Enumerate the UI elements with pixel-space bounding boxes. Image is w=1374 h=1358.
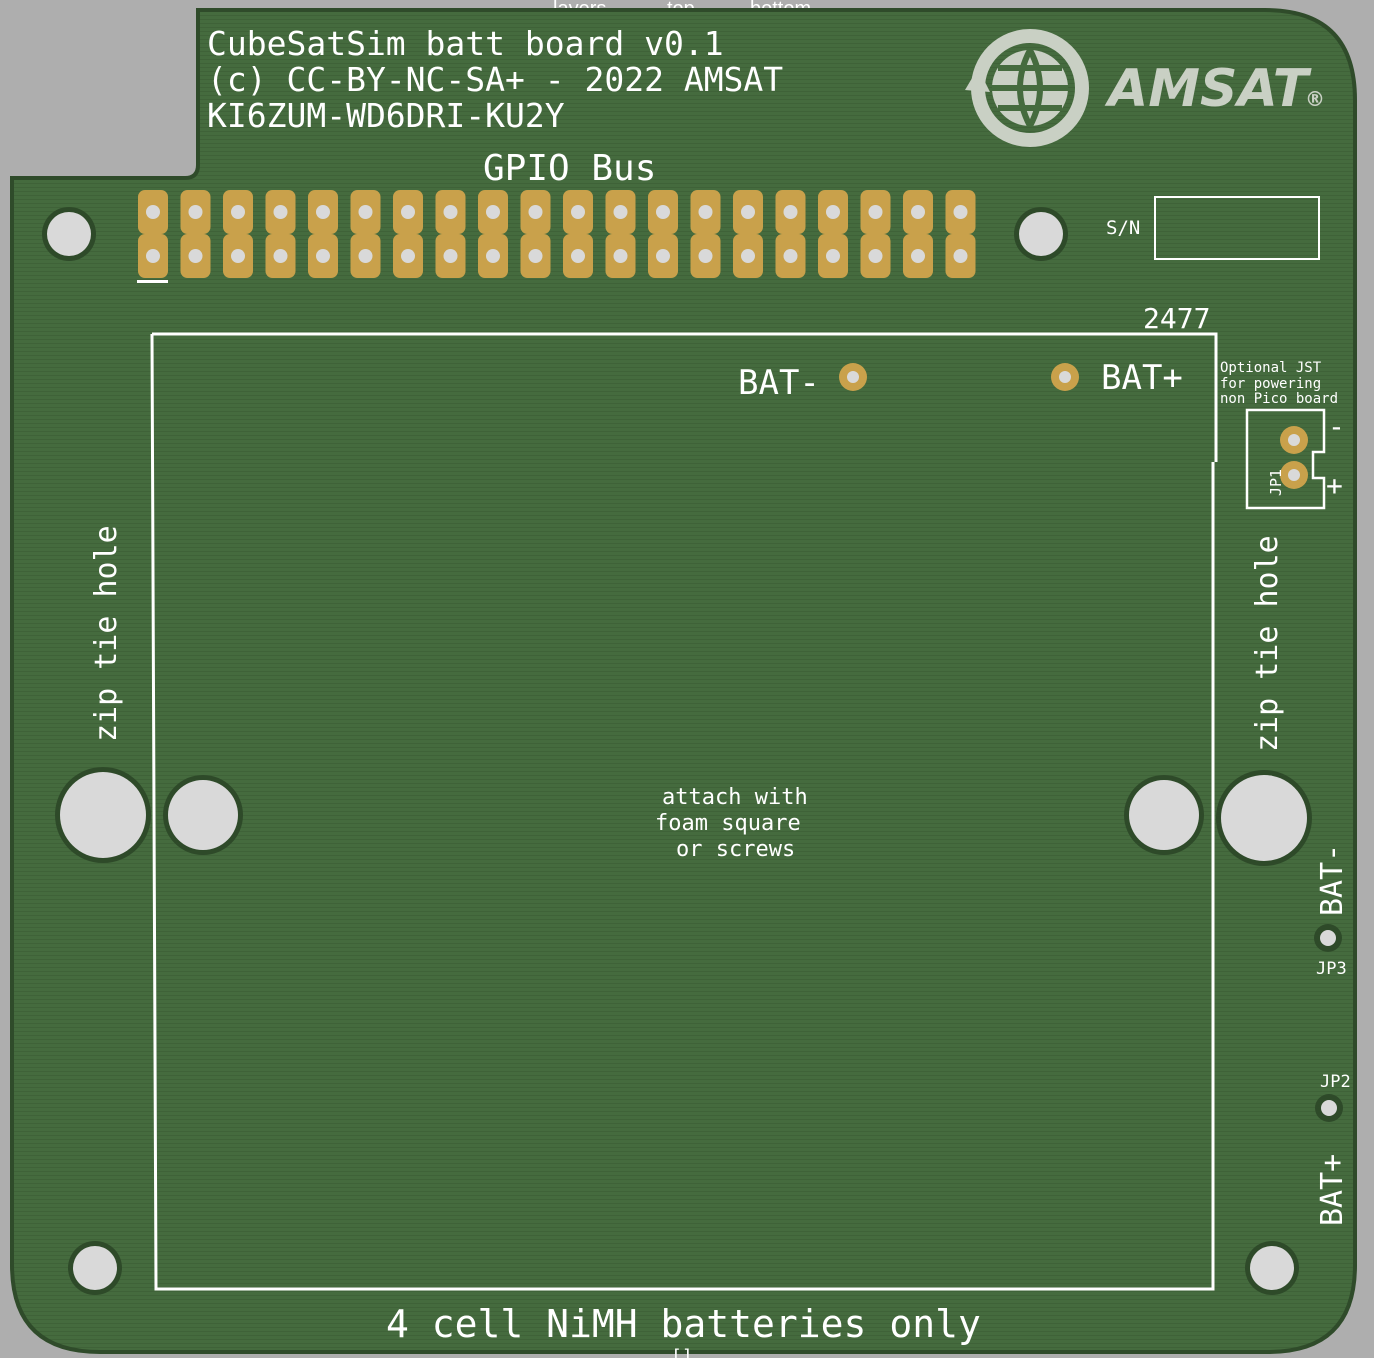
jp2-bat-plus-label: BAT+ <box>1315 1154 1350 1226</box>
attach-note-line3: or screws <box>676 837 795 862</box>
jp2-test-point <box>1321 1100 1337 1116</box>
serial-number-box <box>1154 196 1320 260</box>
gpio-pin-hole <box>571 205 585 219</box>
gpio-pin-hole <box>273 249 288 263</box>
zip-tie-label-left: zip tie hole <box>89 525 124 742</box>
zip-tie-hole-left-inner <box>168 780 238 850</box>
jp1-label: JP1 <box>1267 469 1285 496</box>
part-number: 2477 <box>1143 302 1210 335</box>
mounting-hole-bottom-right <box>1250 1246 1294 1290</box>
jp3-bat-minus-label: BAT- <box>1315 844 1350 916</box>
gpio-pin-hole <box>358 205 373 219</box>
bottom-marker: [] <box>671 1346 693 1358</box>
gpio-pin-hole <box>868 249 883 263</box>
jp2-label: JP2 <box>1320 1072 1351 1092</box>
gpio-pin-hole <box>231 205 245 219</box>
pin1-marker <box>137 280 168 283</box>
gpio-pin-hole <box>868 205 883 219</box>
gpio-pin-hole <box>231 249 245 263</box>
jp3-test-point <box>1320 930 1336 946</box>
gpio-pin-hole <box>656 249 670 263</box>
jp1-plus-label: + <box>1326 469 1343 502</box>
gpio-pin-hole <box>698 205 713 219</box>
bat-plus-label: BAT+ <box>1101 358 1183 398</box>
gpio-pin-hole <box>613 205 628 219</box>
pcb-board <box>10 8 1357 1354</box>
gpio-pin-hole <box>401 205 415 219</box>
gpio-pin-hole <box>698 249 713 263</box>
attach-note-line1: attach with <box>662 785 808 810</box>
battery-holder-outline <box>150 332 1218 1291</box>
board-title: CubeSatSim batt board v0.1 <box>207 24 724 63</box>
gpio-pin-hole <box>528 205 543 219</box>
jst-note-line2: for powering <box>1220 376 1321 392</box>
attach-note-line2: foam square <box>655 811 801 836</box>
board-copyright: (c) CC-BY-NC-SA+ - 2022 AMSAT <box>207 60 783 99</box>
gpio-pin-hole <box>953 205 968 219</box>
gpio-pin-hole <box>911 249 925 263</box>
jst-note-line1: Optional JST <box>1220 360 1322 376</box>
gpio-pin-hole <box>486 205 500 219</box>
gpio-pin-hole <box>783 205 798 219</box>
gpio-pin-hole <box>826 205 840 219</box>
gpio-bus-label: GPIO Bus <box>483 148 656 189</box>
gpio-pin-hole <box>783 249 798 263</box>
gpio-pin-hole <box>188 249 203 263</box>
gpio-pin-hole <box>826 249 840 263</box>
zip-tie-label-right: zip tie hole <box>1250 535 1285 752</box>
jp1-connector-outline <box>1245 408 1326 510</box>
gpio-pin-hole <box>316 205 330 219</box>
jp1-minus-label: - <box>1328 410 1345 443</box>
gpio-pin-hole <box>741 205 755 219</box>
gpio-pin-hole <box>188 205 203 219</box>
gpio-pin-hole <box>656 205 670 219</box>
gpio-pin-hole <box>486 249 500 263</box>
jp3-label: JP3 <box>1316 959 1347 979</box>
gpio-pin-hole <box>741 249 755 263</box>
zip-tie-hole-left-outer <box>60 772 146 858</box>
gpio-pin-hole <box>146 249 160 263</box>
gpio-pin-hole <box>358 249 373 263</box>
board-callsigns: KI6ZUM-WD6DRI-KU2Y <box>207 96 565 135</box>
jst-note-line3: non Pico board <box>1220 391 1338 407</box>
mounting-hole-top-left <box>47 212 91 256</box>
bat-minus-label: BAT- <box>738 363 820 403</box>
gpio-pin-hole <box>571 249 585 263</box>
zip-tie-hole-right-outer <box>1221 775 1307 861</box>
gpio-pin-hole <box>146 205 160 219</box>
gpio-pin-hole <box>613 249 628 263</box>
zip-tie-hole-right-inner <box>1129 780 1199 850</box>
amsat-logo-text: AMSAT <box>1104 59 1312 119</box>
gpio-pin-hole <box>911 205 925 219</box>
serial-number-label: S/N <box>1106 217 1140 239</box>
amsat-registered-mark: ® <box>1305 87 1325 111</box>
battery-warning: 4 cell NiMH batteries only <box>386 1302 981 1346</box>
gpio-header <box>138 190 976 278</box>
gpio-pin-hole <box>953 249 968 263</box>
gpio-pin-hole <box>316 249 330 263</box>
amsat-logo: AMSAT ® <box>965 29 1325 147</box>
gpio-pin-hole <box>443 205 458 219</box>
gpio-pin-hole <box>443 249 458 263</box>
mounting-hole-bottom-left <box>73 1246 117 1290</box>
gpio-pin-hole <box>401 249 415 263</box>
gpio-pin-hole <box>273 205 288 219</box>
mounting-hole-top-right <box>1019 212 1063 256</box>
gpio-pin-hole <box>528 249 543 263</box>
